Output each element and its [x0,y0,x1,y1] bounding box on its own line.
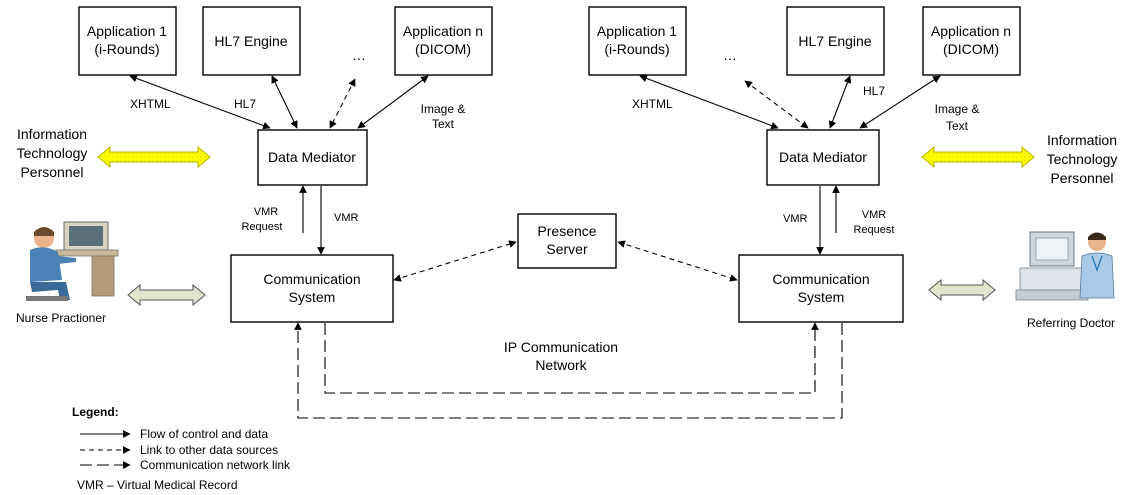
right-application-1-box: Application 1 (i-Rounds) [588,6,687,76]
svg-text:Presence: Presence [537,223,596,239]
left-arrow-appn-mediator [357,75,429,129]
svg-text:Information: Information [1047,132,1117,148]
right-label-image-text-2: Text [946,119,969,133]
svg-text:Communication: Communication [772,271,869,287]
legend-item-network: Communication network link [140,458,291,472]
svg-text:Information: Information [17,126,87,142]
left-vmr-label: VMR [334,212,359,224]
right-arrow-hl7-mediator [828,75,852,129]
left-user-double-arrow [127,283,206,307]
svg-text:HL7 Engine: HL7 Engine [214,33,287,49]
inner-network-link [324,322,819,394]
svg-text:Application n: Application n [931,23,1011,39]
svg-text:(DICOM): (DICOM) [943,41,999,57]
left-it-personnel-label: Information Technology Personnel [17,126,88,180]
left-arrow-app1-mediator [129,74,271,130]
right-arrow-other-mediator [744,80,809,129]
legend-item-link: Link to other data sources [140,443,278,457]
ip-network-label-1: IP Communication [504,339,618,355]
svg-text:(i-Rounds): (i-Rounds) [94,41,159,57]
svg-text:(i-Rounds): (i-Rounds) [604,41,669,57]
left-ellipsis: … [352,47,366,63]
left-presence-link [393,240,517,282]
right-vmr-label: VMR [783,213,808,225]
svg-text:Application 1: Application 1 [597,23,677,39]
right-label-xhtml: XHTML [632,97,673,111]
right-ellipsis: … [723,47,737,63]
left-label-xhtml: XHTML [130,97,171,111]
left-vmr-request-label-2: Request [242,221,283,233]
svg-text:Server: Server [546,241,588,257]
right-application-n-box: Application n (DICOM) [922,6,1021,76]
svg-text:System: System [798,289,845,305]
right-it-double-arrow [921,145,1035,169]
legend-title: Legend: [72,405,119,419]
left-application-n-box: Application n (DICOM) [394,6,493,76]
right-hl7-engine-box: HL7 Engine [786,6,885,76]
right-it-personnel-label: Information Technology Personnel [1047,132,1118,186]
svg-text:Application n: Application n [403,23,483,39]
right-user-double-arrow [928,278,996,302]
left-arrow-other-mediator [329,78,356,129]
svg-text:Personnel: Personnel [1050,170,1113,186]
right-data-mediator-box: Data Mediator [766,129,880,186]
right-label-hl7: HL7 [863,84,885,98]
right-vmr-request-label-1: VMR [862,209,887,221]
left-data-mediator-box: Data Mediator [257,129,368,186]
right-vmr-request-label-2: Request [854,224,895,236]
left-user-label: Nurse Practioner [16,311,106,325]
left-vmr-request-label-1: VMR [254,206,279,218]
svg-text:HL7 Engine: HL7 Engine [798,33,871,49]
presence-server-box: Presence Server [517,213,617,269]
svg-text:Technology: Technology [17,145,88,161]
legend-vmr-definition: VMR – Virtual Medical Record [77,478,238,492]
right-user-label: Referring Doctor [1027,316,1115,330]
outer-network-link [294,322,843,419]
left-communication-system-box: Communication System [230,254,394,323]
svg-text:Communication: Communication [263,271,360,287]
right-label-image-text-1: Image & [935,102,980,116]
legend-item-flow: Flow of control and data [140,427,268,441]
right-arrow-appn-mediator [859,75,941,129]
svg-text:Data Mediator: Data Mediator [779,149,867,165]
svg-text:Personnel: Personnel [20,164,83,180]
svg-text:Data Mediator: Data Mediator [268,149,356,165]
left-it-double-arrow [97,145,211,169]
left-application-1-box: Application 1 (i-Rounds) [78,6,177,76]
right-presence-link [617,240,738,282]
right-communication-system-box: Communication System [738,254,904,323]
left-label-hl7: HL7 [234,97,256,111]
ip-network-label-2: Network [535,357,587,373]
left-label-image-text-2: Text [432,117,455,131]
referring-doctor-illustration [1015,231,1115,301]
nurse-practitioner-illustration [26,221,119,301]
svg-text:System: System [289,289,336,305]
svg-text:(DICOM): (DICOM) [415,41,471,57]
left-label-image-text-1: Image & [421,102,466,116]
left-hl7-engine-box: HL7 Engine [202,6,301,76]
left-arrow-hl7-mediator [271,75,298,129]
svg-text:Technology: Technology [1047,151,1118,167]
svg-text:Application 1: Application 1 [87,23,167,39]
